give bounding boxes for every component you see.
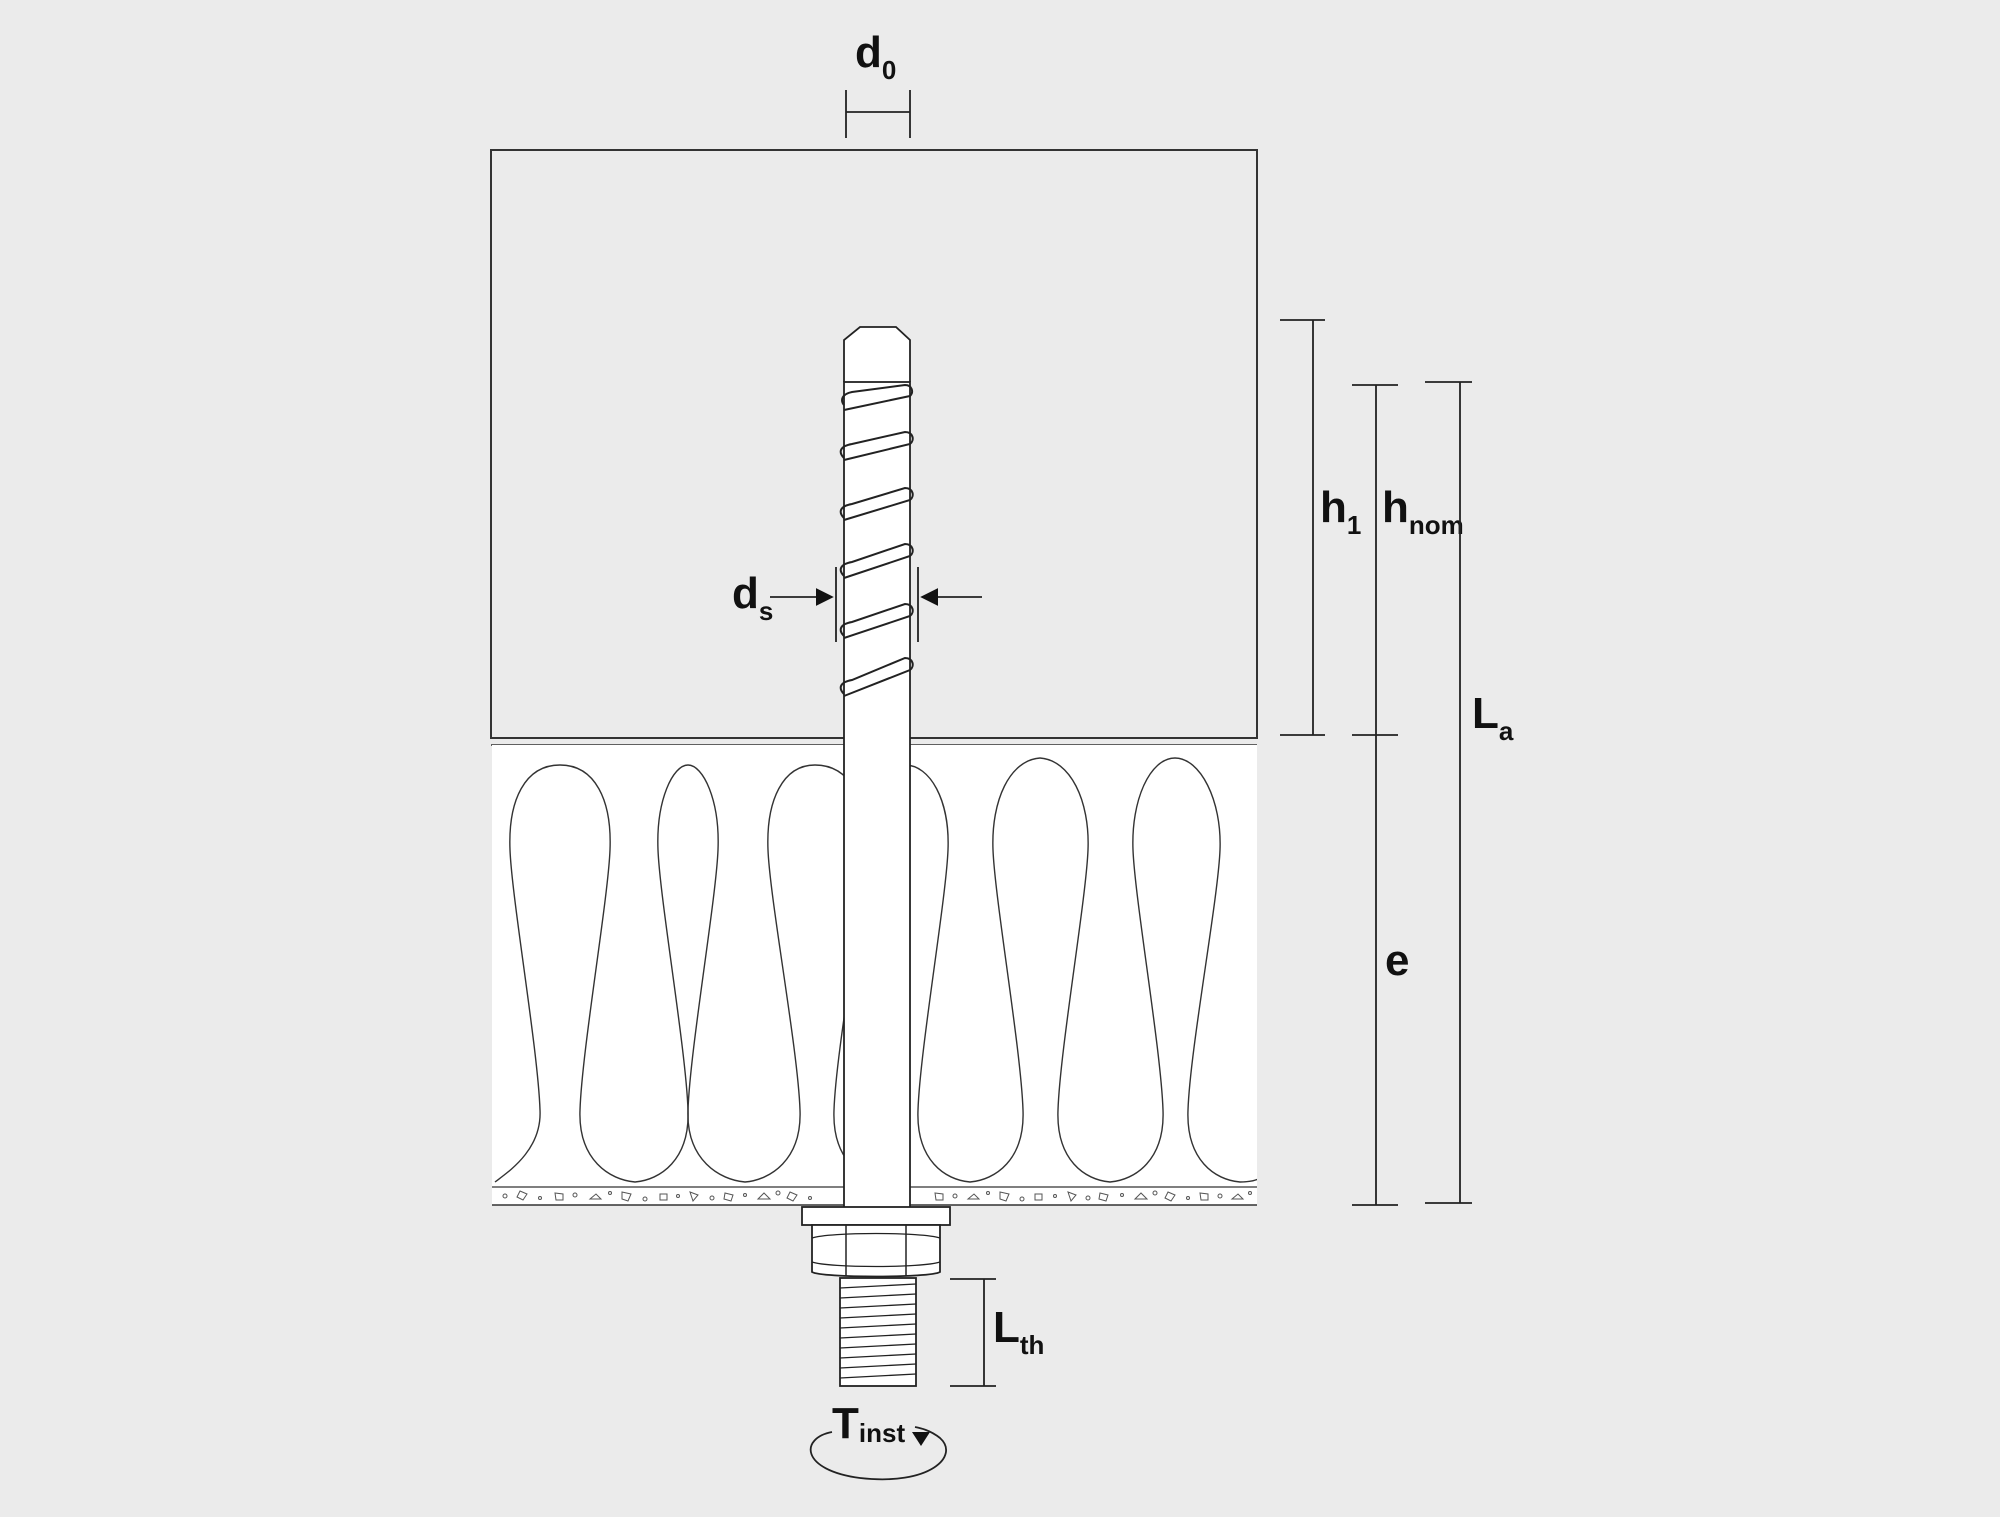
stud-threads [839,1283,917,1379]
ds-dimension [770,567,982,642]
screw-thread [839,383,914,697]
label-ds: ds [732,569,773,626]
La-dimension [1425,381,1472,1204]
anchor-bolt [801,326,951,1387]
label-h1: h1 [1320,483,1361,540]
mortar-texture [502,1190,1252,1203]
hnom-dimension [1352,384,1398,735]
label-Lth: Lth [993,1303,1044,1360]
label-d0: d0 [855,28,896,85]
anchor-washer [801,1206,951,1226]
insulation-loops [494,757,1257,1183]
h1-dimension [1280,319,1325,736]
torque-indicator [809,1426,947,1481]
label-Tinst: Tinst [832,1399,905,1448]
Lth-dimension [950,1278,996,1387]
label-La: La [1472,689,1514,746]
rotation-arrow-icon [912,1432,930,1446]
e-dimension [1352,734,1398,1206]
label-e: e [1385,936,1409,985]
d0-dimension [845,90,911,138]
label-hnom: hnom [1382,483,1464,540]
anchor-tip [843,326,911,382]
hex-nut [811,1224,941,1278]
anchor-shank [843,381,911,1213]
